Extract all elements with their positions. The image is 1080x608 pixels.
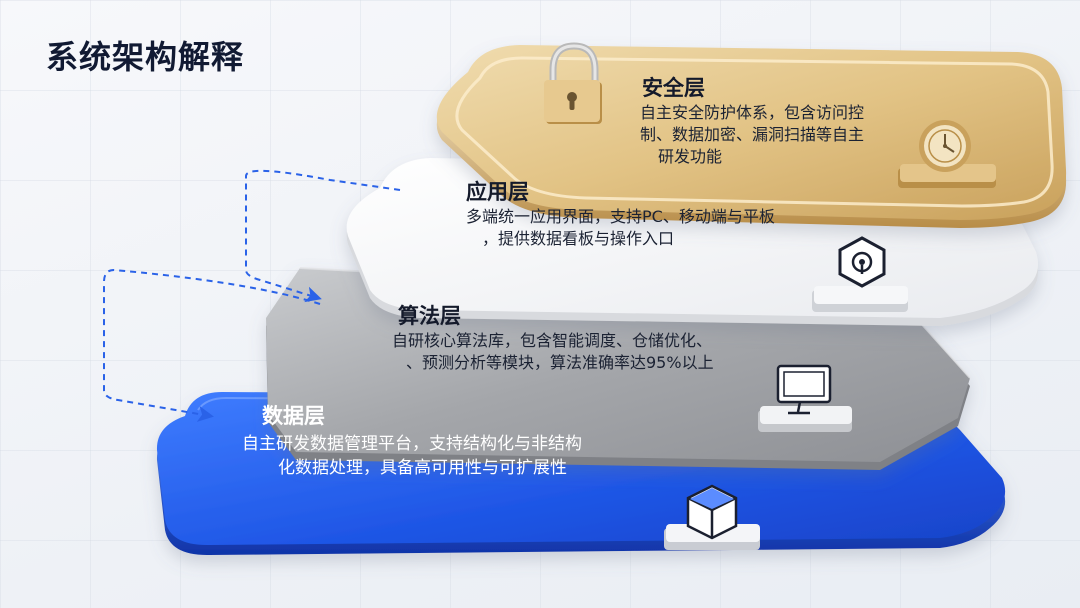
data-desc-line-2: 化数据处理，具备高可用性与可扩展性: [278, 458, 567, 478]
data-layer-desc: 自主研发数据管理平台，支持结构化与非结构 化数据处理，具备高可用性与可扩展性: [242, 432, 682, 480]
security-desc-line-2: 制、数据加密、漏洞扫描等自主: [640, 125, 865, 144]
padlock-icon: [544, 42, 602, 124]
data-layer-title: 数据层: [262, 404, 325, 428]
application-layer-desc: 多端统一应用界面，支持PC、移动端与平板 ，提供数据看板与操作入口: [466, 206, 806, 250]
algorithm-desc-line-1: 自研核心算法库，包含智能调度、仓储优化、: [392, 331, 713, 350]
security-desc-line-3: 研发功能: [658, 147, 723, 166]
cube-icon: [664, 484, 760, 550]
monitor-icon: [758, 364, 852, 432]
algorithm-desc-line-2: 、预测分析等模块，算法准确率达95%以上: [406, 353, 714, 372]
application-layer-title: 应用层: [466, 180, 529, 204]
clock-icon: [898, 120, 996, 188]
security-desc-line-1: 自主安全防护体系，包含访问控: [640, 103, 865, 122]
connector-arrows: [103, 169, 401, 422]
algorithm-layer-desc: 自研核心算法库，包含智能调度、仓储优化、 、预测分析等模块，算法准确率达95%以…: [392, 330, 752, 374]
application-desc-line-1: 多端统一应用界面，支持PC、移动端与平板: [466, 207, 775, 226]
page-title: 系统架构解释: [46, 38, 245, 76]
application-desc-line-2: ，提供数据看板与操作入口: [482, 229, 675, 248]
security-layer-desc: 自主安全防护体系，包含访问控 制、数据加密、漏洞扫描等自主 研发功能: [640, 102, 890, 168]
hexagon-lock-icon: [812, 236, 908, 312]
algorithm-layer-title: 算法层: [398, 304, 461, 328]
data-desc-line-1: 自主研发数据管理平台，支持结构化与非结构: [242, 434, 582, 454]
security-layer-title: 安全层: [642, 76, 705, 100]
